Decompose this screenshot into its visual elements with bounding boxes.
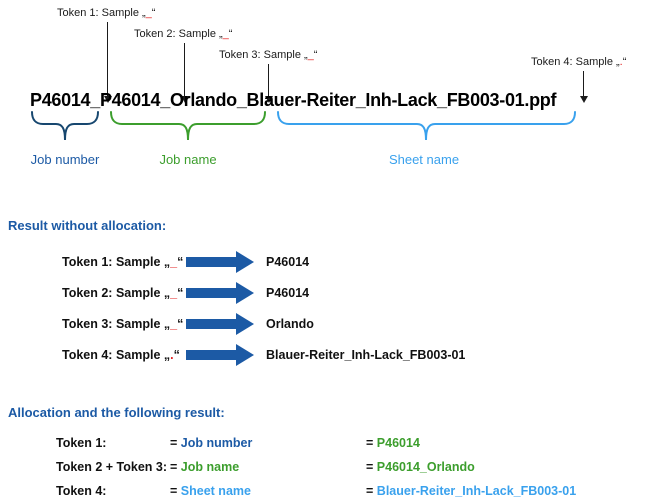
- equals-sign: =: [170, 484, 178, 498]
- result-token3-value: Orlando: [266, 317, 314, 331]
- token2-annotation: Token 2: Sample „_“: [134, 28, 232, 41]
- allocation-token2-3-field: = Job name: [170, 458, 239, 476]
- allocation-token4-field: = Sheet name: [170, 482, 251, 500]
- result-token2-value: P46014: [266, 286, 310, 300]
- token3-annotation-text: Token 3: Sample „: [219, 49, 308, 61]
- sheet-name-brace: [277, 111, 576, 141]
- allocation-token2-3-value: = P46014_Orlando: [366, 458, 475, 476]
- allocation-token4-label: Token 4:: [56, 484, 107, 498]
- job-number-label: Job number: [30, 152, 100, 167]
- token1-annotation: Token 1: Sample „_“: [57, 7, 155, 20]
- token2-arrowhead-icon: [181, 96, 189, 103]
- allocation-token4-field-name: Sheet name: [180, 484, 251, 498]
- equals-sign: =: [170, 460, 178, 474]
- result-token2-closequote: “: [177, 286, 184, 300]
- token4-pointer-line: [583, 71, 584, 96]
- arrow-icon: [236, 313, 254, 335]
- token2-pointer-line: [184, 43, 185, 96]
- token2-annotation-closequote: “: [228, 28, 233, 40]
- result-token4-text: Token 4: Sample „: [62, 348, 171, 362]
- arrow-icon: [236, 282, 254, 304]
- token1-arrowhead-icon: [104, 96, 112, 103]
- token4-annotation: Token 4: Sample „.“: [531, 56, 626, 69]
- arrow-icon: [186, 288, 236, 298]
- token3-delimiter: _: [307, 49, 314, 61]
- arrow-icon: [186, 257, 236, 267]
- allocation-token2-3-label: Token 2 + Token 3:: [56, 460, 168, 474]
- allocation-token4-value-text: Blauer-Reiter_Inh-Lack_FB003-01: [376, 484, 577, 498]
- arrow-icon: [236, 251, 254, 273]
- equals-sign: =: [366, 484, 374, 498]
- result-token3-sample: Token 3: Sample „_“: [62, 313, 183, 335]
- equals-sign: =: [366, 460, 374, 474]
- result-token1-delimiter: _: [170, 255, 178, 269]
- equals-sign: =: [170, 436, 178, 450]
- result-row-token4: Token 4: Sample „.“ Blauer-Reiter_Inh-La…: [62, 344, 622, 366]
- example-filename: P46014_P46014_Orlando_Blauer-Reiter_Inh-…: [30, 90, 557, 110]
- result-token4-delimiter: .: [170, 348, 174, 362]
- token3-arrowhead-icon: [265, 96, 273, 103]
- token4-arrowhead-icon: [580, 96, 588, 103]
- allocation-token1-field-name: Job number: [180, 436, 253, 450]
- result-token3-closequote: “: [177, 317, 184, 331]
- result-row-token3: Token 3: Sample „_“ Orlando: [62, 313, 622, 335]
- arrow-icon: [186, 350, 236, 360]
- result-token3-delimiter: _: [170, 317, 178, 331]
- job-number-brace: [31, 111, 99, 141]
- token1-annotation-closequote: “: [151, 7, 156, 19]
- allocation-token1-value-text: P46014: [376, 436, 420, 450]
- allocation-section-heading: Allocation and the following result:: [8, 405, 225, 420]
- allocation-token1-label: Token 1:: [56, 436, 107, 450]
- token4-delimiter: .: [619, 56, 623, 68]
- allocation-token2-3-value-text: P46014_Orlando: [376, 460, 475, 474]
- token4-annotation-text: Token 4: Sample „: [531, 56, 620, 68]
- allocation-token2-3-field-name: Job name: [180, 460, 240, 474]
- result-token2-text: Token 2: Sample „: [62, 286, 171, 300]
- arrow-icon: [236, 344, 254, 366]
- result-token4-sample: Token 4: Sample „.“: [62, 344, 180, 366]
- result-token1-closequote: “: [177, 255, 184, 269]
- token1-pointer-line: [107, 22, 108, 96]
- allocation-token1-field: = Job number: [170, 434, 252, 452]
- job-name-label: Job name: [159, 152, 217, 167]
- allocation-row-token2-3: Token 2 + Token 3: = Job name = P46014_O…: [56, 458, 641, 476]
- result-token2-sample: Token 2: Sample „_“: [62, 282, 183, 304]
- token1-delimiter: _: [145, 7, 152, 19]
- allocation-token1-value: = P46014: [366, 434, 420, 452]
- result-token4-closequote: “: [173, 348, 180, 362]
- token1-annotation-text: Token 1: Sample „: [57, 7, 146, 19]
- allocation-row-token1: Token 1: = Job number = P46014: [56, 434, 641, 452]
- sheet-name-label: Sheet name: [388, 152, 460, 167]
- result-row-token1: Token 1: Sample „_“ P46014: [62, 251, 622, 273]
- allocation-token4-value: = Blauer-Reiter_Inh-Lack_FB003-01: [366, 482, 576, 500]
- result-token1-sample: Token 1: Sample „_“: [62, 251, 183, 273]
- job-name-brace: [110, 111, 266, 141]
- allocation-row-token4: Token 4: = Sheet name = Blauer-Reiter_In…: [56, 482, 641, 500]
- token3-annotation-closequote: “: [313, 49, 318, 61]
- result-token3-text: Token 3: Sample „: [62, 317, 171, 331]
- result-row-token2: Token 2: Sample „_“ P46014: [62, 282, 622, 304]
- token4-annotation-closequote: “: [622, 56, 627, 68]
- token3-annotation: Token 3: Sample „_“: [219, 49, 317, 62]
- arrow-icon: [186, 319, 236, 329]
- result-token1-value: P46014: [266, 255, 310, 269]
- equals-sign: =: [366, 436, 374, 450]
- result-token1-text: Token 1: Sample „: [62, 255, 171, 269]
- result-section-heading: Result without allocation:: [8, 218, 167, 233]
- token3-pointer-line: [268, 64, 269, 96]
- result-token2-delimiter: _: [170, 286, 178, 300]
- token2-annotation-text: Token 2: Sample „: [134, 28, 223, 40]
- result-token4-value: Blauer-Reiter_Inh-Lack_FB003-01: [266, 348, 466, 362]
- token2-delimiter: _: [222, 28, 229, 40]
